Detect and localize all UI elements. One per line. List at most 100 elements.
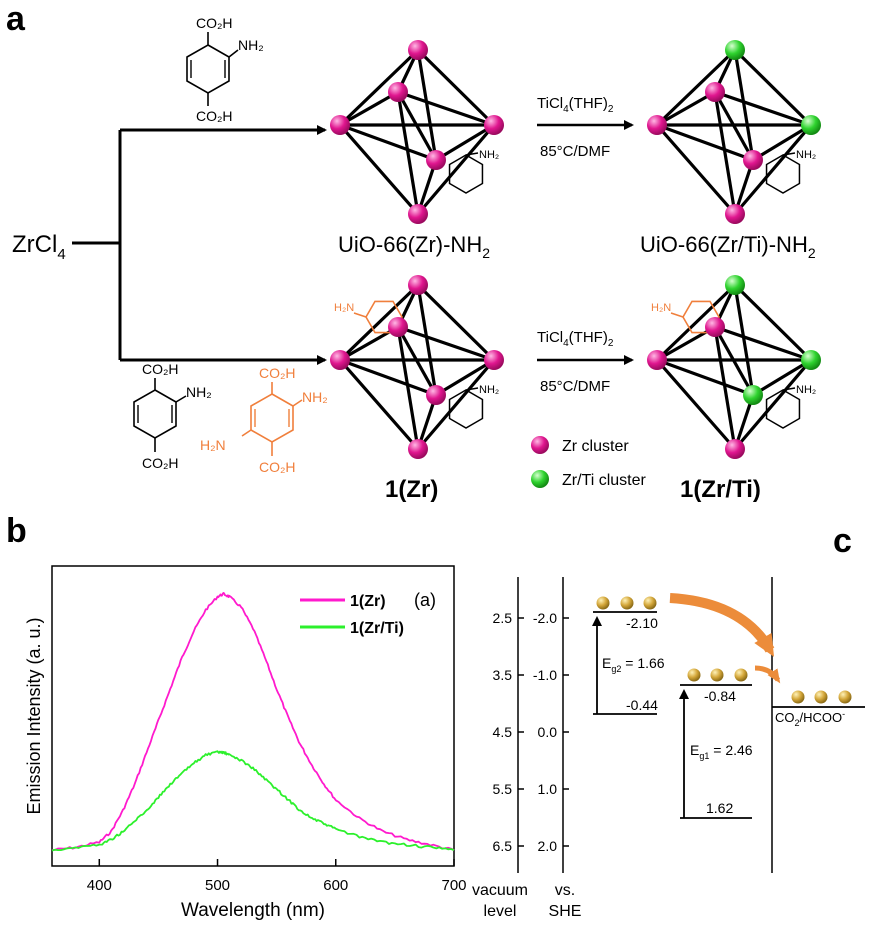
reagent-label-bottom: TiCl4(THF)2: [537, 329, 614, 349]
phenyl-ring: [765, 389, 801, 429]
linker2-side: NH₂: [186, 384, 212, 400]
energy-axes: [517, 577, 773, 873]
product-uio66-zr: UiO-66(Zr)-NH2: [338, 232, 490, 261]
framework-edge: [338, 283, 420, 362]
framework-edge: [338, 358, 420, 451]
framework-edge: [733, 123, 813, 216]
condition-label-bottom: 85°C/DMF: [540, 378, 610, 395]
amine-label: NH₂: [796, 384, 816, 396]
framework-edge: [713, 325, 813, 362]
linker2-bottom: CO₂H: [142, 455, 179, 471]
x-axis-label: Wavelength (nm): [181, 900, 325, 921]
vacuum-tick-label: 2.5: [493, 610, 513, 626]
linker3-side-left: H₂N: [200, 437, 226, 453]
orange-amine-label: H₂N: [651, 302, 671, 314]
framework-edge: [655, 358, 755, 397]
framework-edge: [416, 358, 496, 451]
amine-label: NH₂: [479, 149, 499, 161]
legend-zr-marker: [531, 436, 549, 454]
she-tick-label: 0.0: [538, 724, 558, 740]
framework-edge: [338, 123, 420, 216]
gap2-label: Eg2 = 1.66: [602, 655, 665, 674]
framework-edge: [655, 48, 737, 127]
zr-cluster: [408, 40, 428, 60]
linker2-top: CO₂H: [142, 361, 179, 377]
product-1-zrti: 1(Zr/Ti): [680, 476, 761, 503]
axis-label-she: SHE: [549, 903, 582, 920]
series-line-1: [51, 750, 455, 852]
emission-plot-frame: [51, 565, 455, 867]
legend-zrti-label: Zr/Ti cluster: [562, 472, 647, 489]
zr-cluster: [388, 82, 408, 102]
amine-bond: [782, 152, 796, 156]
framework-edge: [655, 123, 755, 162]
framework-edge: [733, 48, 755, 162]
legend-1zr-label: 1(Zr): [350, 593, 386, 610]
framework-edge: [733, 283, 813, 362]
framework-edge: [733, 283, 755, 397]
mof-octahedron-4: NH₂ H₂N: [647, 275, 821, 459]
linker1-top: CO₂H: [196, 15, 233, 31]
linker1-side: NH₂: [238, 37, 264, 53]
framework-edge: [655, 283, 737, 362]
zr-cluster: [725, 204, 745, 224]
reagent-label-top: TiCl4(THF)2: [537, 95, 614, 115]
orange-amine-bond: [353, 312, 367, 318]
amine-bond: [782, 387, 796, 391]
panel-label-a: a: [6, 0, 26, 38]
linker1-structure: CO₂H NH₂ CO₂H: [186, 15, 264, 124]
zr-cluster: [408, 204, 428, 224]
vacuum-tick-label: 5.5: [493, 781, 513, 797]
orange-amine-label: H₂N: [334, 302, 354, 314]
reaction-arrows: [72, 120, 634, 365]
framework-edge: [655, 90, 717, 127]
precursor-label: ZrCl4: [12, 231, 66, 263]
mof-octahedron-1: NH₂: [330, 40, 504, 224]
zr-cluster: [484, 115, 504, 135]
framework-edge: [416, 48, 438, 162]
framework-edge: [338, 123, 438, 162]
amine-label: NH₂: [479, 384, 499, 396]
framework-edge: [733, 48, 813, 127]
x-tick-label: 500: [205, 877, 230, 894]
zr-cluster: [647, 115, 667, 135]
framework-edge: [416, 123, 496, 216]
zr-cluster: [426, 150, 446, 170]
band-structure-1: [592, 611, 657, 715]
series-line-0: [51, 592, 455, 851]
vacuum-tick-label: 4.5: [493, 724, 513, 740]
framework-edge: [416, 283, 438, 397]
orange-amine-bond: [670, 312, 684, 318]
framework-edge: [338, 90, 400, 127]
zr-cluster: [426, 385, 446, 405]
framework-edge: [713, 90, 813, 127]
amine-bond: [465, 152, 479, 156]
framework-edge: [396, 325, 496, 362]
band-structure-2: [679, 684, 752, 819]
framework-edge: [338, 48, 420, 127]
mof-octahedron-2: NH₂: [647, 40, 821, 224]
linker3-side-right: NH₂: [302, 389, 328, 405]
legend-zrti-marker: [531, 470, 549, 488]
zrti-cluster: [743, 385, 763, 405]
framework-edge: [713, 90, 755, 162]
vb1-value: -0.44: [626, 697, 658, 713]
gap1-label: Eg1 = 2.46: [690, 742, 753, 761]
framework-edge: [396, 325, 438, 397]
zr-cluster: [705, 317, 725, 337]
zr-cluster: [484, 350, 504, 370]
electrons: [596, 596, 852, 704]
linker2-structure: CO₂H NH₂ CO₂H: [133, 361, 212, 471]
zr-cluster: [330, 115, 350, 135]
zrti-cluster: [801, 350, 821, 370]
framework-edge: [655, 358, 737, 451]
axis-label-vs: vs.: [555, 882, 575, 899]
zrti-cluster: [725, 275, 745, 295]
panel-label-c: c: [833, 522, 852, 560]
legend-1zrti-label: 1(Zr/Ti): [350, 620, 404, 637]
amine-label: NH₂: [796, 149, 816, 161]
zr-cluster: [725, 439, 745, 459]
framework-edge: [751, 123, 813, 162]
framework-edge: [713, 325, 737, 451]
